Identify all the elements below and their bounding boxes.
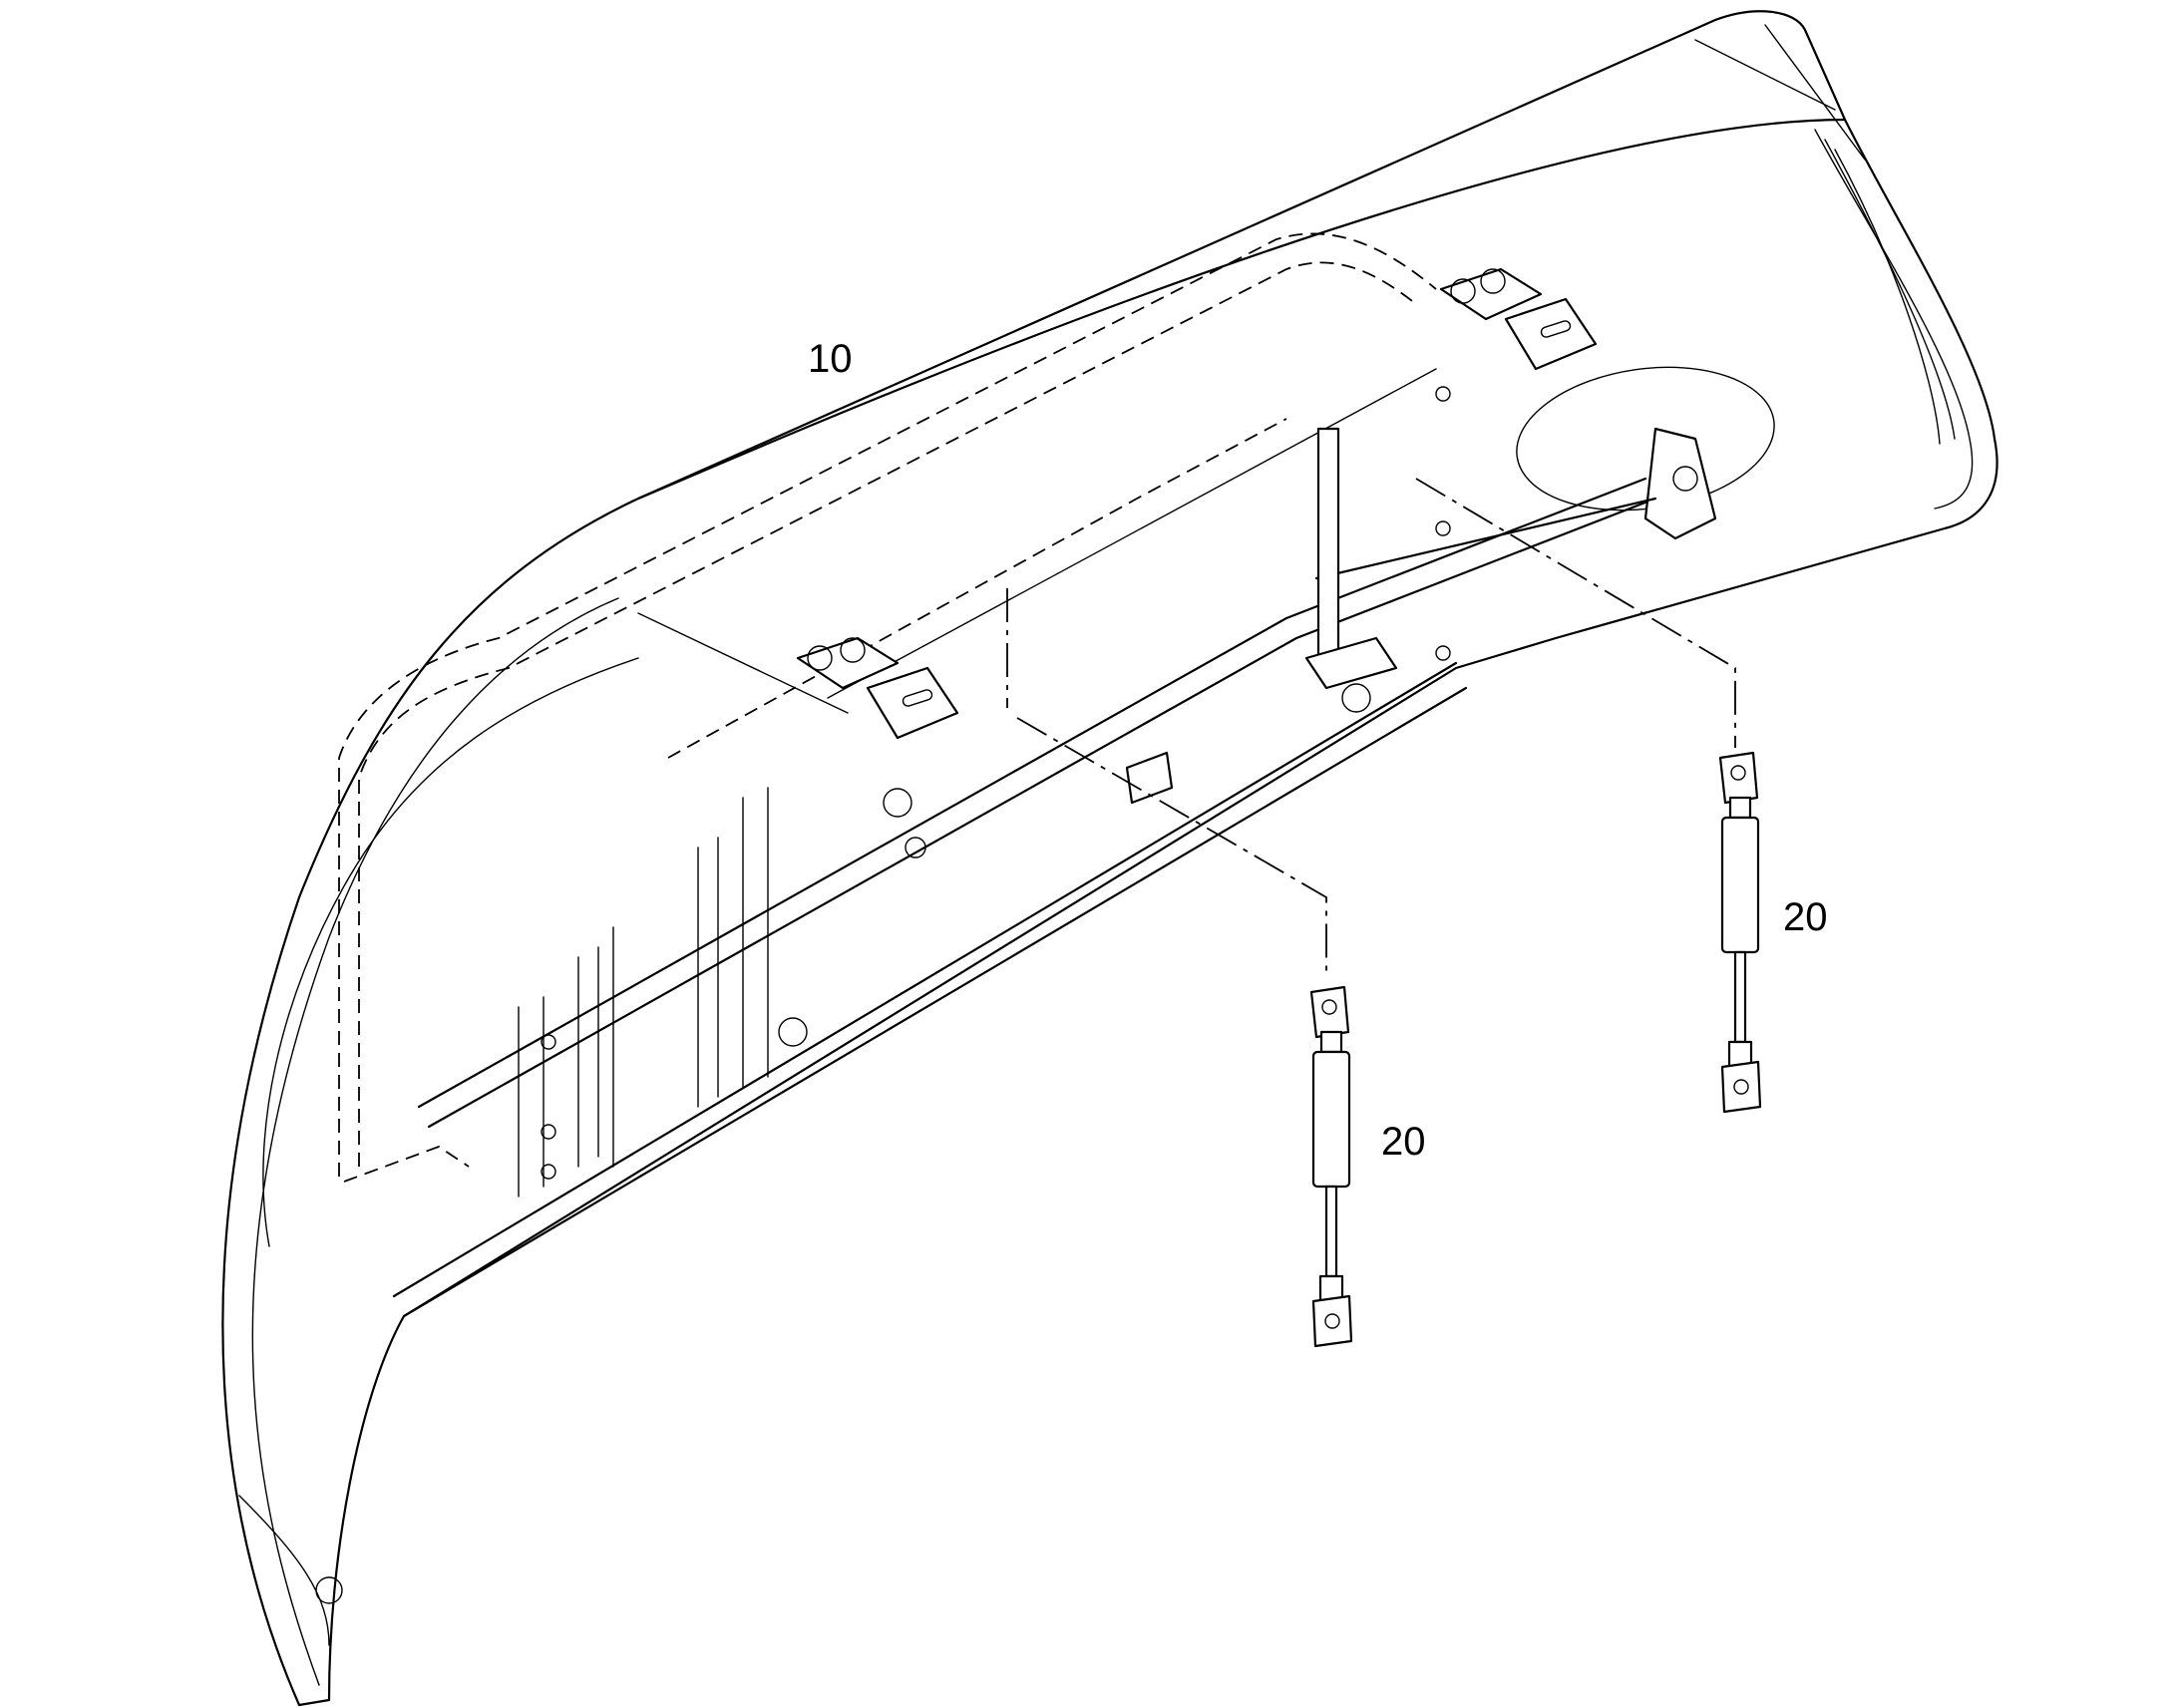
panel-bolts	[315, 386, 1451, 1604]
hinge-left	[796, 636, 959, 740]
callout-strut-right: 20	[1783, 895, 1828, 939]
assembly-lines	[1006, 478, 1736, 977]
gas-strut-right	[1718, 751, 1762, 1114]
panel-post	[1125, 427, 1398, 805]
end-plate	[1314, 366, 1775, 580]
inner-ribs	[417, 477, 1657, 1197]
hood-panel	[221, 10, 1998, 1707]
callout-strut-left: 20	[1381, 1120, 1426, 1164]
callout-hood: 10	[808, 337, 853, 381]
hinge-right	[1439, 267, 1598, 371]
gas-strut-left	[1309, 985, 1353, 1348]
